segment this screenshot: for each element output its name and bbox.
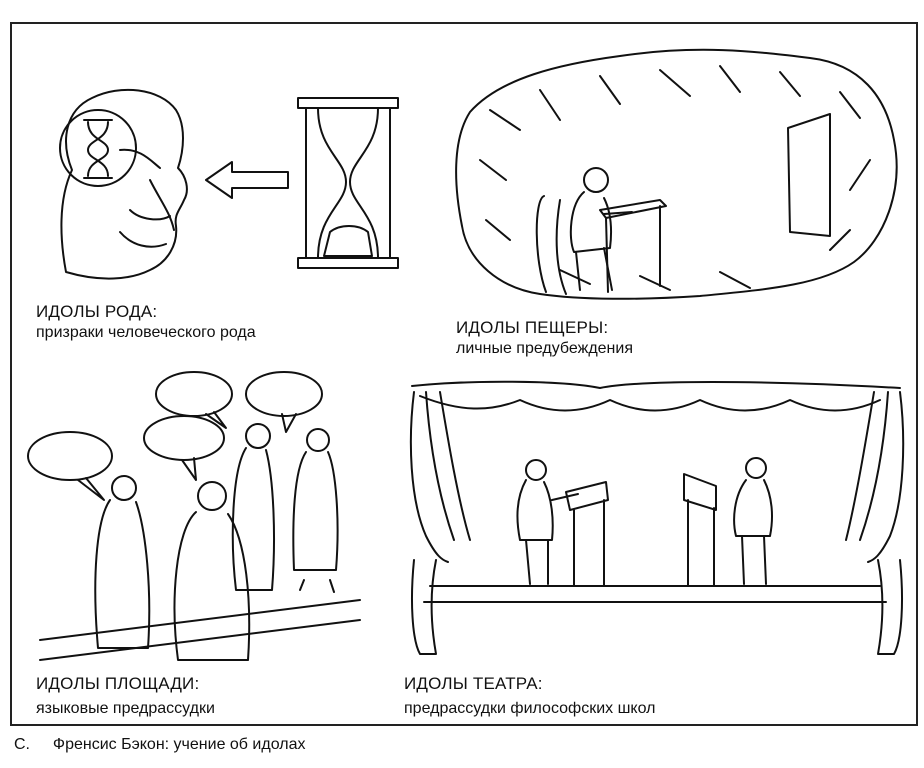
- panel-theatre-subtitle: предрассудки философских школ: [404, 700, 655, 718]
- panel-theatre-title: ИДОЛЫ ТЕАТРА:: [404, 674, 543, 694]
- figure-caption-text: Френсис Бэкон: учение об идолах: [53, 736, 306, 753]
- panel-tribe-title: ИДОЛЫ РОДА:: [36, 302, 157, 322]
- figure-label: С.: [14, 736, 30, 753]
- panel-cave-title: ИДОЛЫ ПЕЩЕРЫ:: [456, 318, 608, 338]
- panel-marketplace-subtitle: языковые предрассудки: [36, 700, 215, 718]
- panel-cave-subtitle: личные предубеждения: [456, 340, 633, 358]
- panel-marketplace-title: ИДОЛЫ ПЛОЩАДИ:: [36, 674, 199, 694]
- figure-caption: С. Френсис Бэкон: учение об идолах: [14, 736, 305, 754]
- panel-tribe-subtitle: призраки человеческого рода: [36, 324, 256, 342]
- illustration-frame: [10, 22, 918, 726]
